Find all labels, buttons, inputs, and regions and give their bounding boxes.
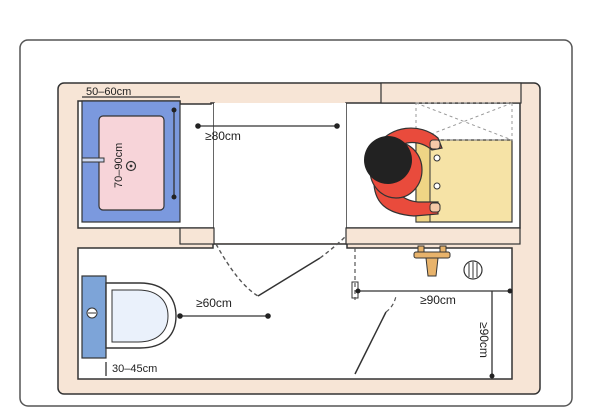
washer-knob-1 bbox=[433, 154, 441, 162]
door-swing-right bbox=[319, 235, 347, 259]
door-swing-left bbox=[215, 243, 259, 297]
toilet-clearance-dot-left bbox=[177, 313, 183, 319]
basin-clearance-dot-left bbox=[195, 123, 201, 129]
toilet-bowl-inner bbox=[111, 289, 169, 343]
basin-depth-label: 70–90cm bbox=[113, 143, 125, 188]
shower-width-label: ≥90cm bbox=[420, 293, 456, 307]
shower-depth-label: ≥90cm bbox=[477, 322, 491, 358]
faucet-valve-left bbox=[417, 245, 425, 253]
faucet-bar bbox=[413, 251, 451, 259]
faucet-icon bbox=[413, 245, 451, 277]
basin-depth-dot-bottom bbox=[171, 194, 177, 200]
person-icon bbox=[364, 127, 443, 217]
basin-width-label: 50–60cm bbox=[86, 86, 131, 98]
toilet-side-label: 30–45cm bbox=[112, 363, 157, 375]
washer-knob-2 bbox=[433, 182, 441, 190]
basin-drain-inner bbox=[129, 164, 133, 168]
wall-nub-right bbox=[345, 227, 521, 245]
shower-depth-dot bbox=[489, 373, 495, 379]
door-leaf-left bbox=[257, 257, 321, 297]
person-hand-bottom bbox=[429, 202, 441, 213]
corridor bbox=[214, 103, 346, 243]
person-hand-top bbox=[429, 139, 441, 150]
basin-sink bbox=[98, 115, 165, 211]
basin-icon bbox=[81, 100, 181, 223]
toilet-clearance-dot-right bbox=[265, 313, 271, 319]
wall-nub-top bbox=[380, 82, 522, 104]
basin-clearance-label: ≥80cm bbox=[205, 129, 241, 143]
lower-room bbox=[77, 243, 513, 380]
faucet-spout bbox=[425, 257, 439, 277]
toilet-clearance-label: ≥60cm bbox=[196, 296, 232, 310]
basin-drain-outer bbox=[125, 160, 137, 172]
faucet-valve-right bbox=[439, 245, 447, 253]
shower-screen-swing bbox=[385, 295, 397, 313]
basin-tap bbox=[81, 157, 105, 163]
wall-nub-left bbox=[179, 227, 215, 245]
toilet-icon bbox=[81, 275, 177, 359]
shower-width-dot-left bbox=[355, 288, 361, 294]
shower-screen-glass bbox=[354, 311, 387, 375]
basin-depth-dot-top bbox=[171, 107, 177, 113]
basin-clearance-dot-right bbox=[334, 123, 340, 129]
shower-width-dot-right bbox=[507, 288, 513, 294]
drain-icon bbox=[463, 260, 483, 280]
person-head bbox=[364, 136, 412, 184]
